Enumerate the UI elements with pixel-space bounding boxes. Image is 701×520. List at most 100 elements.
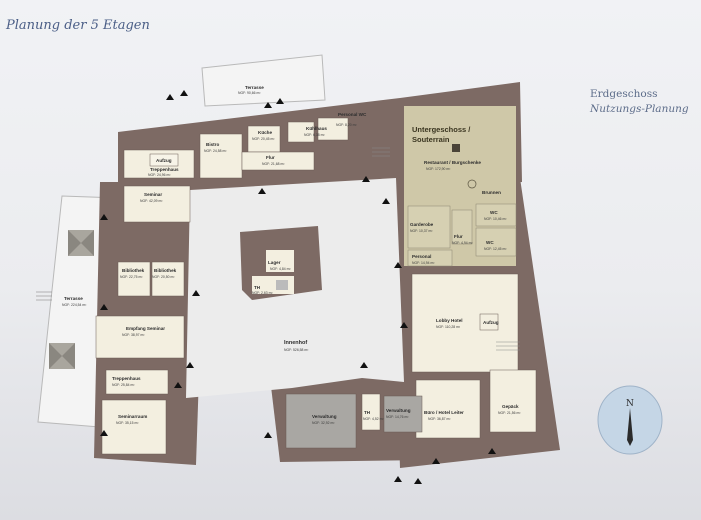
treppenhaus-sw-area: NGF: 25,84 m² <box>112 383 135 387</box>
th2-area: NGF: 4,52 m² <box>363 417 384 421</box>
entrance-marker-12 <box>400 322 408 328</box>
bibliothek2-area: NGF: 20,50 m² <box>152 275 175 279</box>
entrance-marker-1 <box>166 94 174 100</box>
entrance-markers <box>100 90 496 484</box>
compass-needle <box>627 408 633 446</box>
flur-label: Flur <box>266 155 275 160</box>
seminar-area: NGF: 42,09 m² <box>140 199 163 203</box>
entrance-marker-5 <box>258 188 266 194</box>
empfang-area: NGF: 38,97 m² <box>122 333 145 337</box>
empfang-label: Empfang Seminar <box>126 326 165 331</box>
treppenhaus-nw-label: Treppenhaus <box>150 167 179 172</box>
entrance-marker-14 <box>264 432 272 438</box>
entrance-marker-11 <box>394 262 402 268</box>
floor-label: Erdgeschoss <box>590 88 658 100</box>
pyramid-roof-2-facets <box>49 343 75 369</box>
kuehlhaus-label: Kühlhaus <box>306 126 327 131</box>
entrance-marker-19 <box>100 430 108 436</box>
verwaltung2-area: NGF: 14,76 m² <box>386 415 409 419</box>
th2-label: TH <box>364 410 371 415</box>
flur-area: NGF: 21,68 m² <box>262 162 285 166</box>
innenhof-label: Innenhof <box>284 340 307 346</box>
entrance-marker-9 <box>192 290 200 296</box>
page-title: Planung der 5 Etagen <box>6 18 150 33</box>
buero-area: NGF: 36,87 m² <box>428 417 451 421</box>
wc2-label: WC <box>486 240 494 245</box>
treppenhaus-nw-area: NGF: 24,96 m² <box>148 173 171 177</box>
aufzug-nw-label: Aufzug <box>156 158 172 163</box>
verwaltung1-area: NGF: 32,92 m² <box>312 421 335 425</box>
souterrain-column <box>452 144 460 152</box>
verwaltung2-label: Verwaltung <box>386 408 411 413</box>
garderobe-area: NGF: 10,37 m² <box>410 229 433 233</box>
entrance-marker-18 <box>488 448 496 454</box>
entrance-marker-16 <box>414 478 422 484</box>
treppenhaus-sw-label: Treppenhaus <box>112 376 141 381</box>
aufzug-e-label: Aufzug <box>483 320 499 325</box>
entrance-marker-4 <box>276 98 284 104</box>
stair-hatches <box>36 147 520 351</box>
seminar-label: Seminar <box>144 192 162 197</box>
wc1-area: NGF: 10,46 m² <box>484 217 507 221</box>
untergeschoss-label-2: Souterrain <box>412 135 450 144</box>
entrance-marker-21 <box>186 362 194 368</box>
terrace-west-label: Terrasse <box>64 296 83 301</box>
gepaeck-area: NGF: 21,56 m² <box>498 411 521 415</box>
entrance-marker-2 <box>180 90 188 96</box>
restaurant-area: NGF: 172,90 m² <box>426 167 451 171</box>
th-label: TH <box>254 285 261 290</box>
brunnen-label: Brunnen <box>482 190 501 195</box>
bibliothek1-label: Bibliothek <box>122 268 145 273</box>
lager-label: Lager <box>268 260 281 265</box>
personal-label: Personal WC <box>338 112 367 117</box>
entrance-marker-8 <box>100 214 108 220</box>
bistro-area: NGF: 24,58 m² <box>204 149 227 153</box>
lobby-area: NGF: 110,28 m² <box>436 325 461 329</box>
admin-rooms <box>285 393 423 449</box>
innenhof-area: NGF: 526,58 m² <box>284 348 309 352</box>
storage-room <box>266 250 294 272</box>
entrance-marker-20 <box>174 382 182 388</box>
entrance-marker-6 <box>362 176 370 182</box>
seminarraum-label: Seminarraum <box>118 414 147 419</box>
bibliothek2-label: Bibliothek <box>154 268 177 273</box>
terrace-west-area-value: NGF: 224,54 m² <box>62 303 87 307</box>
wc1-label: WC <box>490 210 498 215</box>
flur2-label: Flur <box>454 234 463 239</box>
verwaltung1-label: Verwaltung <box>312 414 337 419</box>
souterrain-rooms <box>407 203 517 267</box>
bistro-label: Bistro <box>206 142 219 147</box>
seminarraum-area: NGF: 35,15 m² <box>116 421 139 425</box>
personal2-area: NGF: 14,94 m² <box>412 261 435 265</box>
garderobe-label: Garderobe <box>410 222 434 227</box>
kueche-label: Küche <box>258 130 272 135</box>
kuehlhaus-area: NGF: 6,38 m² <box>304 133 325 137</box>
restaurant-label: Restaurant / Burgschenke <box>424 160 481 165</box>
entrance-marker-13 <box>360 362 368 368</box>
buero-label: Büro / Hotel Leiter <box>424 410 464 415</box>
entrance-marker-3 <box>264 102 272 108</box>
gepaeck-label: Gepäck <box>502 404 519 409</box>
lager-area: NGF: 4,84 m² <box>270 267 291 271</box>
kueche-area: NGF: 20,45 m² <box>252 137 275 141</box>
north-rooms <box>123 117 349 179</box>
terrace-top-area-value: NGF: 90,66 m² <box>238 91 261 95</box>
well-icon <box>467 179 477 189</box>
west-rooms <box>95 185 191 455</box>
east-rooms <box>411 273 537 439</box>
personal2-label: Personal <box>412 254 431 259</box>
th2-room <box>361 393 381 431</box>
flur2-area: NGF: 4,94 m² <box>452 241 473 245</box>
untergeschoss-label-1: Untergeschoss / <box>412 125 471 134</box>
pyramid-roof-1-facets <box>68 230 94 256</box>
terrace-top-label: Terrasse <box>245 85 264 90</box>
plan-label: Nutzungs-Planung <box>590 103 689 115</box>
entrance-marker-7 <box>382 198 390 204</box>
lobby-label: Lobby Hotel <box>436 318 463 323</box>
personal-area: NGF: 8,20 m² <box>336 123 357 127</box>
terrace-top-area <box>201 54 326 107</box>
entrance-marker-17 <box>432 458 440 464</box>
th-stair <box>276 280 288 290</box>
